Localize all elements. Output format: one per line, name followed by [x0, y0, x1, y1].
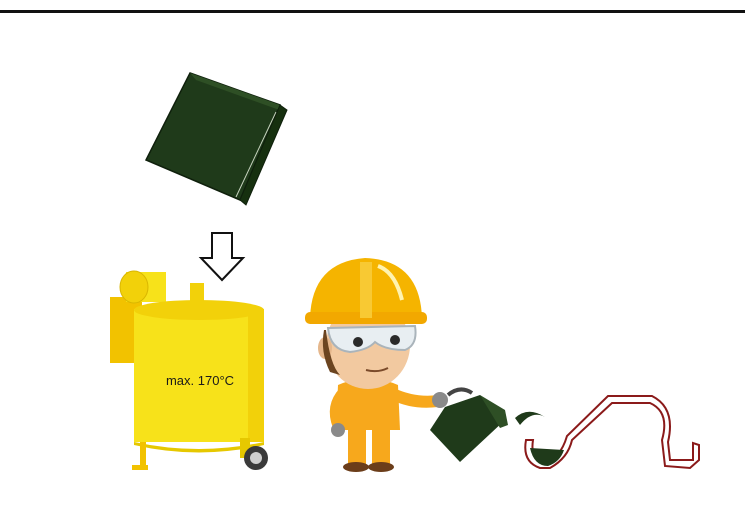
worker-icon: [305, 258, 448, 472]
melting-kettle-icon: [110, 270, 268, 470]
sealant-block-icon: [144, 72, 288, 206]
joint-profile-icon: [524, 395, 700, 470]
top-divider: [0, 10, 745, 13]
down-arrow-icon: [198, 232, 246, 282]
kettle-temperature-label: max. 170°C: [165, 373, 235, 388]
pouring-can-icon: [430, 387, 545, 462]
